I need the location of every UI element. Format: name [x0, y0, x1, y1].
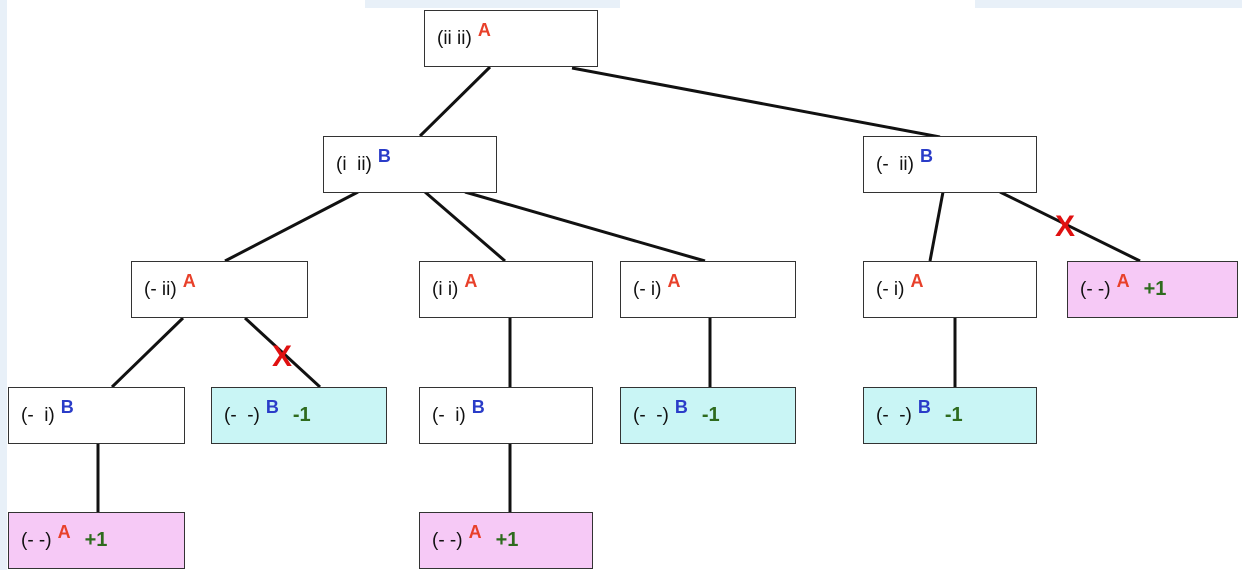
- node-state: (- i): [876, 278, 905, 300]
- tree-node-n4: (i i)A: [419, 261, 593, 318]
- node-state: (i i): [432, 278, 459, 300]
- node-player: A: [667, 271, 681, 291]
- node-player: A: [477, 20, 491, 40]
- node-player: B: [377, 146, 391, 166]
- tree-node-n1: (i ii)B: [323, 136, 497, 193]
- node-state: (i ii): [336, 153, 372, 175]
- node-player: A: [468, 522, 482, 542]
- tree-node-n7: (- -)A +1: [1067, 261, 1238, 318]
- edge: [999, 190, 1141, 263]
- node-player: B: [919, 146, 933, 166]
- edge: [224, 190, 359, 263]
- node-score: +1: [495, 529, 519, 551]
- node-state: (- -): [876, 404, 912, 426]
- node-state: (- -): [224, 404, 260, 426]
- node-state: (- -): [1080, 278, 1111, 300]
- background-strip: [0, 0, 7, 570]
- tree-node-n12: (- -)B -1: [863, 387, 1037, 444]
- edge: [243, 316, 322, 389]
- node-score: -1: [292, 404, 311, 426]
- node-player: A: [464, 271, 478, 291]
- tree-node-n13: (- -)A +1: [8, 512, 185, 569]
- node-player: B: [471, 397, 485, 417]
- node-state: (- -): [21, 529, 52, 551]
- node-player: B: [60, 397, 74, 417]
- node-player: A: [1116, 271, 1130, 291]
- tree-node-n5: (- i)A: [620, 261, 796, 318]
- node-state: (- i): [633, 278, 662, 300]
- node-score: +1: [1143, 278, 1167, 300]
- node-score: -1: [701, 404, 720, 426]
- edge: [110, 316, 185, 389]
- node-state: (- i): [21, 404, 55, 426]
- tree-node-n14: (- -)A +1: [419, 512, 593, 569]
- tree-node-n11: (- -)B -1: [620, 387, 796, 444]
- tree-node-n6: (- i)A: [863, 261, 1037, 318]
- node-player: A: [57, 522, 71, 542]
- pruned-x-mark: X: [272, 340, 293, 373]
- edge: [928, 191, 945, 262]
- edge: [418, 65, 492, 138]
- tree-node-n2: (- ii)B: [863, 136, 1037, 193]
- node-score: -1: [944, 404, 963, 426]
- node-player: B: [265, 397, 279, 417]
- node-state: (ii ii): [437, 27, 472, 49]
- tree-node-n3: (- ii)A: [131, 261, 308, 318]
- node-player: A: [182, 271, 196, 291]
- node-player: B: [674, 397, 688, 417]
- node-state: (- ii): [144, 278, 177, 300]
- edge: [464, 190, 706, 263]
- tree-node-n9: (- -)B -1: [211, 387, 387, 444]
- node-score: +1: [84, 529, 108, 551]
- node-state: (- -): [432, 529, 463, 551]
- edge: [571, 66, 941, 139]
- tree-node-n8: (- i)B: [8, 387, 185, 444]
- pruned-x-mark: X: [1055, 210, 1076, 243]
- node-player: A: [910, 271, 924, 291]
- tree-node-root: (ii ii)A: [424, 10, 598, 67]
- tree-node-n10: (- i)B: [419, 387, 593, 444]
- node-player: B: [917, 397, 931, 417]
- background-strip: [975, 0, 1242, 8]
- node-state: (- i): [432, 404, 466, 426]
- background-strip: [365, 0, 620, 8]
- node-state: (- ii): [876, 153, 914, 175]
- edge: [424, 190, 506, 263]
- node-state: (- -): [633, 404, 669, 426]
